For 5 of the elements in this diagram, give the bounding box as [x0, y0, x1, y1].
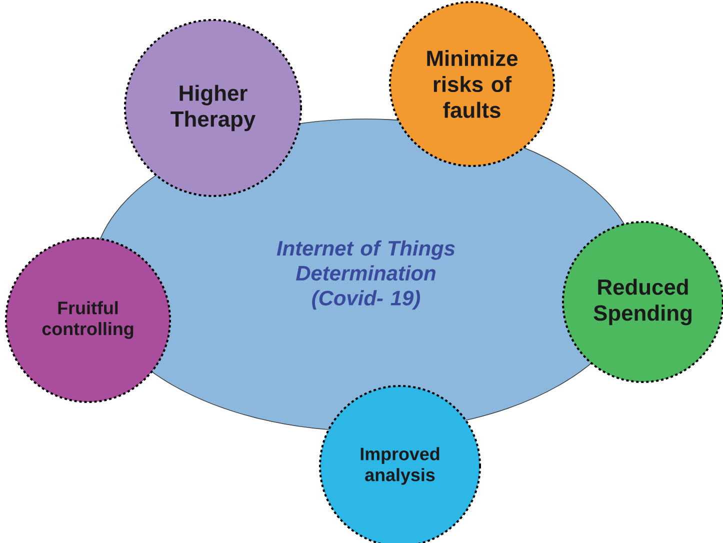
- circle-node: Higher Therapy: [124, 19, 302, 197]
- circle-node: Minimize risks of faults: [389, 1, 555, 167]
- circle-node: Reduced Spending: [562, 221, 723, 383]
- circle-node: Improved analysis: [319, 385, 481, 543]
- circle-node: Fruitful controlling: [5, 237, 171, 403]
